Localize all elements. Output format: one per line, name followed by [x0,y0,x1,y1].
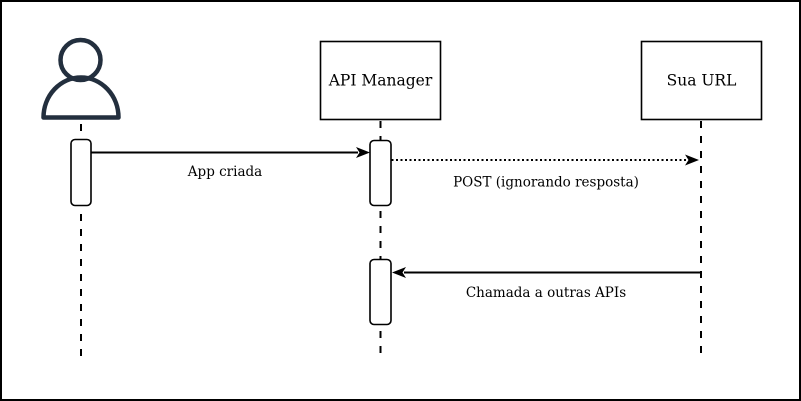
participant-sua-url: Sua URL [640,40,763,121]
message-post: POST (ignorando resposta) [391,154,699,191]
person-body [41,75,121,120]
participant-label-api-manager: API Manager [328,72,433,90]
arrowhead-right-icon [356,147,370,158]
activation-user [70,138,92,207]
participant-box-sua-url [640,40,763,121]
message-label-app-criada: App criada [187,164,262,180]
participant-label-sua-url: Sua URL [667,72,737,90]
message-label-chamada: Chamada a outras APIs [466,285,626,301]
arrowhead-left-icon [392,267,406,278]
message-chamada: Chamada a outras APIs [392,267,700,301]
participant-box-api-manager [319,40,442,121]
participant-api-manager: API Manager [319,40,442,121]
arrowhead-right-icon [685,154,699,166]
message-app-criada: App criada [91,147,370,180]
activation-api-manager-1 [369,139,392,207]
activation-bars [70,138,392,326]
participant-user [41,37,121,120]
person-icon [41,37,121,120]
activation-api-manager-2 [369,258,392,326]
message-label-post: POST (ignorando resposta) [453,175,639,191]
person-head [58,37,103,83]
